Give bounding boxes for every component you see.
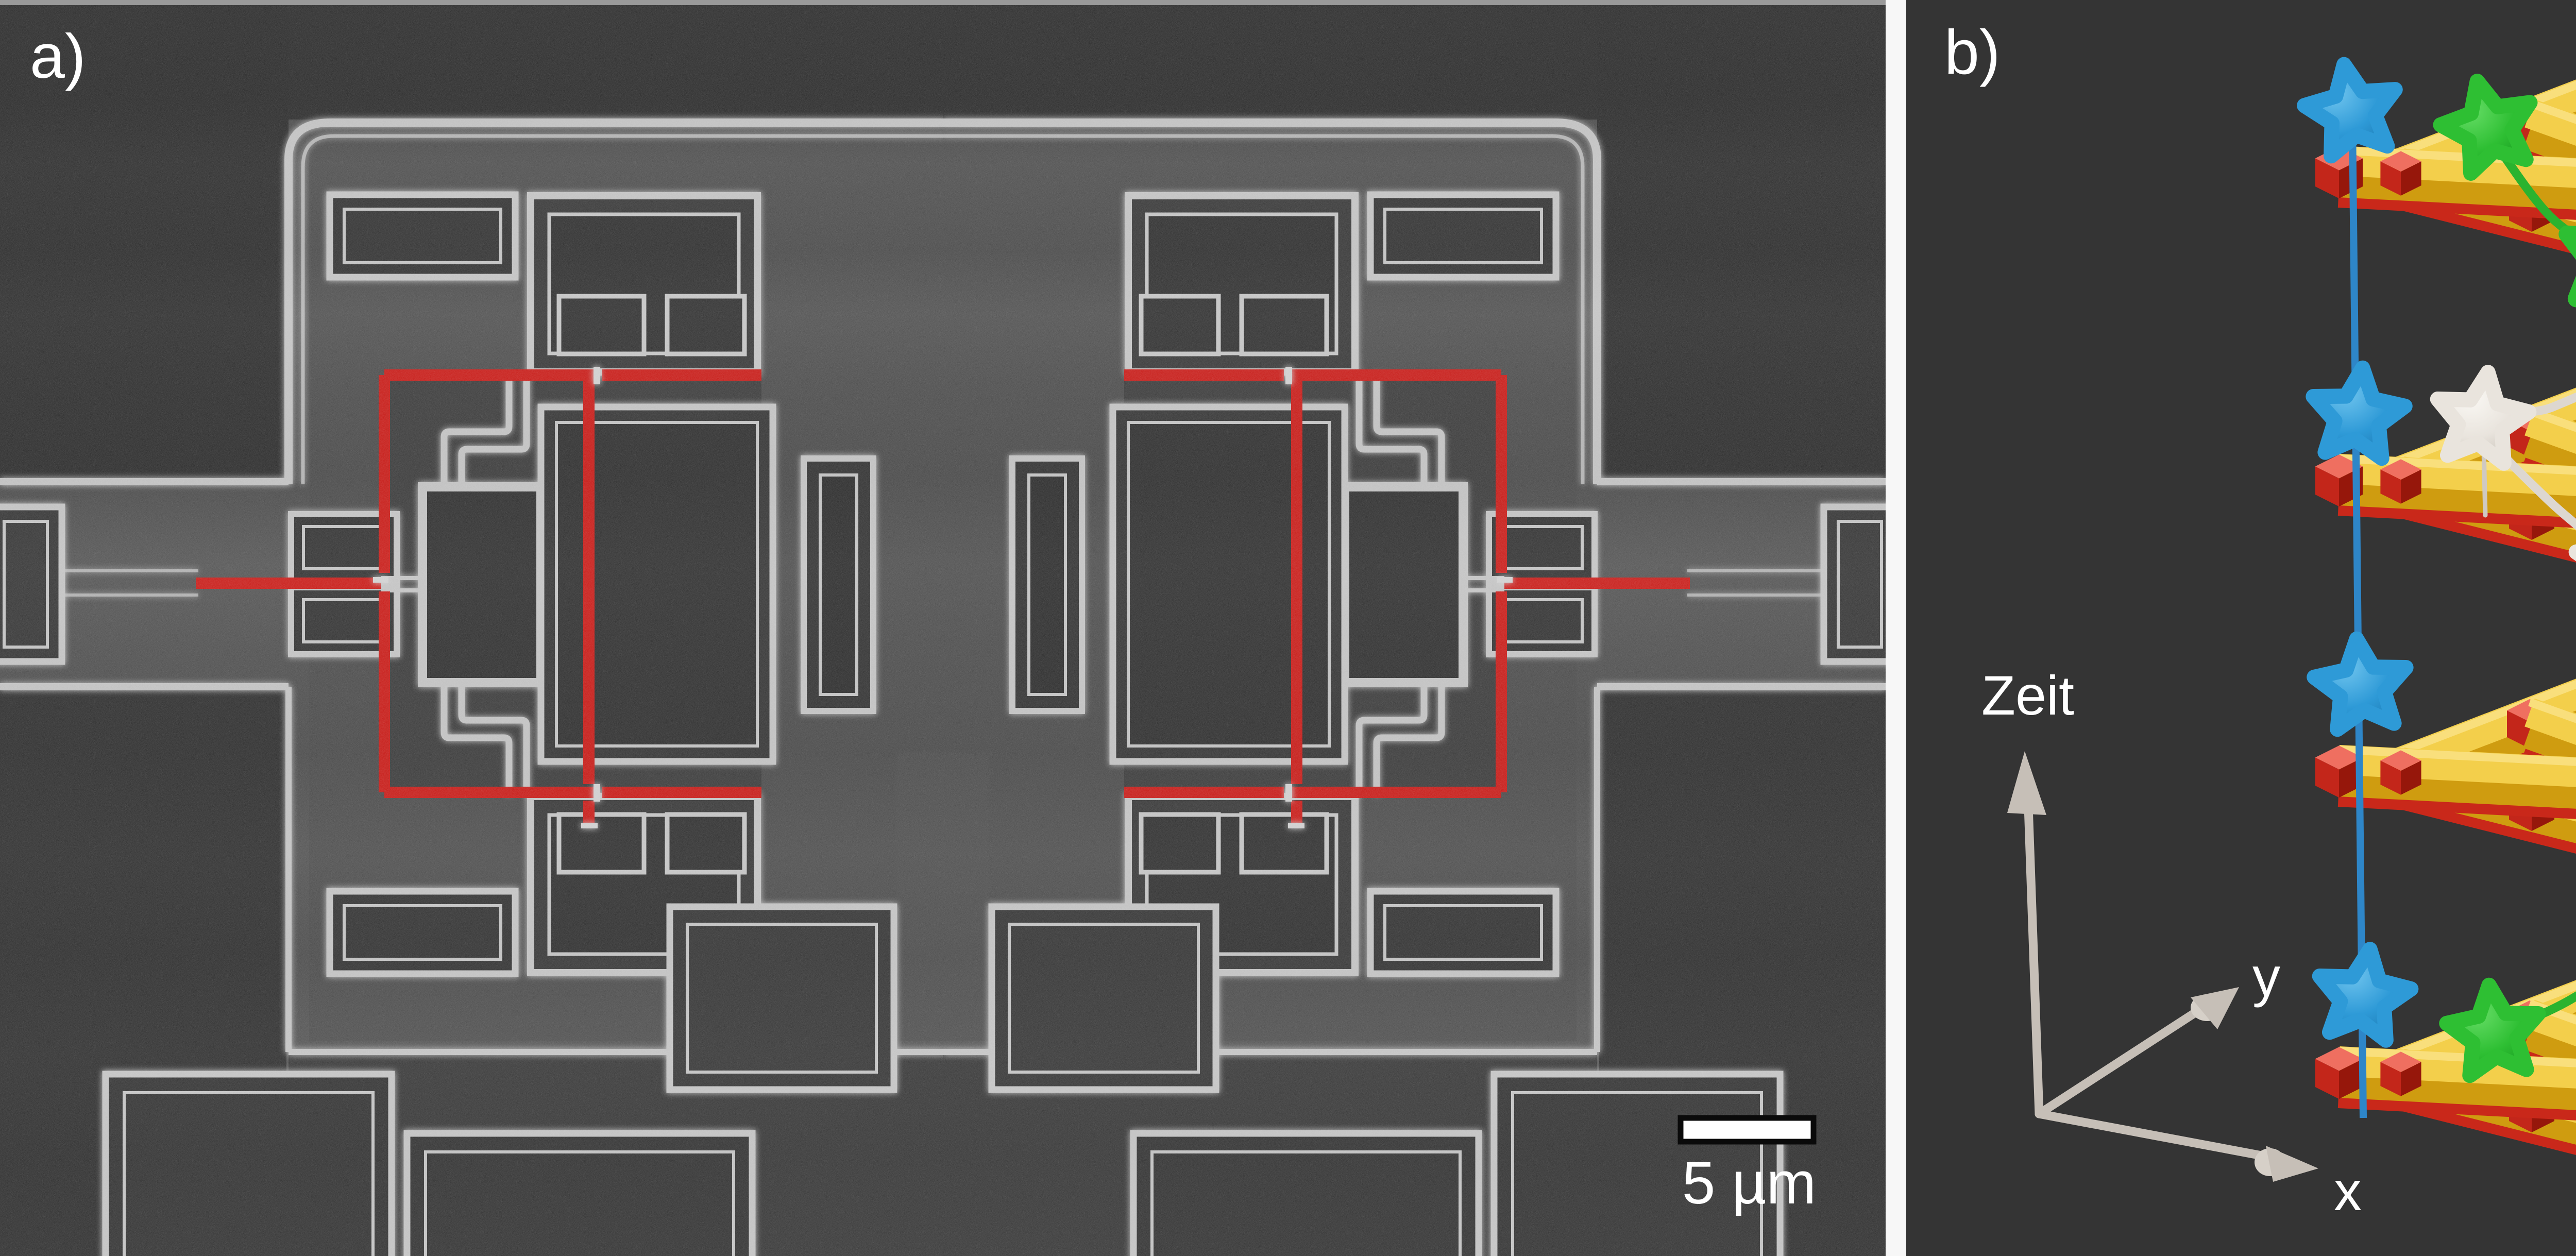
joint-side xyxy=(2401,760,2421,795)
panel-a-sem-micrograph: a) 5 µm xyxy=(0,0,1886,1256)
time-axis-arrowhead xyxy=(2007,751,2046,815)
star-blue xyxy=(2307,631,2414,737)
x-axis-arrowhead xyxy=(2266,1146,2318,1182)
lattice-bar xyxy=(2523,1013,2576,1068)
lattice-bar xyxy=(2528,407,2576,432)
x-axis-label: x xyxy=(2334,1160,2362,1222)
lattice-bar xyxy=(2524,99,2576,146)
lattice-bar xyxy=(2528,99,2576,124)
lattice-bar xyxy=(2523,421,2576,476)
lattice-bar xyxy=(2338,454,2576,475)
lattice-and-stars xyxy=(2297,57,2576,1156)
y-axis-shaft xyxy=(2035,1000,2212,1118)
lattice-bar xyxy=(2523,712,2576,767)
joint-front xyxy=(2315,1059,2339,1099)
joint-top xyxy=(2380,459,2421,480)
scale-bar-label: 5 µm xyxy=(1682,1149,1817,1216)
lattice-bar xyxy=(2528,999,2576,1025)
lattice-bar xyxy=(2338,758,2576,809)
y-axis-label: y xyxy=(2252,945,2280,1008)
joint-front xyxy=(2380,1062,2401,1096)
panel-b-label: b) xyxy=(1944,17,2001,87)
star-green xyxy=(2433,74,2538,181)
joint-front xyxy=(2380,760,2401,795)
joint-top xyxy=(2380,1051,2421,1072)
lattice-bar xyxy=(2338,1047,2576,1067)
cluster-state-drawing xyxy=(1906,0,2576,1256)
joint-front xyxy=(2380,161,2401,196)
joint-side xyxy=(2401,469,2421,504)
lattice-bar xyxy=(2528,698,2576,723)
lattice-bar xyxy=(2338,1046,2576,1089)
star-blue xyxy=(2306,360,2413,466)
y-axis-arrowhead xyxy=(2191,987,2239,1029)
panel-b-cluster-diagram: b) Zeit y x xyxy=(1906,0,2576,1256)
star-blue xyxy=(2297,57,2403,164)
axis-triad xyxy=(2007,751,2318,1182)
star-green xyxy=(2439,977,2546,1083)
lattice-bar xyxy=(2338,159,2576,210)
lattice-bar xyxy=(2338,745,2576,766)
sem-noise xyxy=(0,0,1886,1256)
time-axis-label: Zeit xyxy=(1981,664,2075,726)
joint-front xyxy=(2315,466,2339,507)
lattice-bar xyxy=(2338,146,2576,167)
joint-front xyxy=(2315,158,2339,199)
sem-top-edge xyxy=(0,0,1886,5)
lattice-bar xyxy=(2338,146,2576,188)
joint-top xyxy=(2380,151,2421,172)
scale-bar xyxy=(1677,1115,1817,1145)
joint-side xyxy=(2401,161,2421,196)
lattice-bar xyxy=(2523,113,2576,168)
joint-front xyxy=(2507,710,2530,749)
joint-side xyxy=(2339,1059,2363,1099)
star-blue xyxy=(2312,942,2419,1048)
joint-top xyxy=(2380,750,2421,771)
panel-a-label: a) xyxy=(30,21,86,91)
lattice-bar xyxy=(2338,745,2576,787)
joint-front xyxy=(2380,469,2401,504)
lattice-bar xyxy=(2524,999,2576,1047)
lattice-bar xyxy=(2338,454,2576,496)
joint-side xyxy=(2401,1062,2421,1096)
sem-image xyxy=(0,0,1886,1256)
x-axis-shaft xyxy=(2035,1109,2280,1163)
joint-top xyxy=(2315,454,2363,479)
time-axis-shaft xyxy=(2024,802,2044,1118)
joint-top xyxy=(2315,745,2363,770)
star-white xyxy=(2430,365,2537,471)
lattice-bar xyxy=(2338,1060,2576,1110)
lattice-bar xyxy=(2524,407,2576,454)
joint-top xyxy=(2315,1047,2363,1071)
joint-front xyxy=(2315,757,2339,798)
lattice-bar xyxy=(2524,698,2576,745)
lattice-bar xyxy=(2338,467,2576,518)
lattice-layer xyxy=(2315,678,2576,854)
